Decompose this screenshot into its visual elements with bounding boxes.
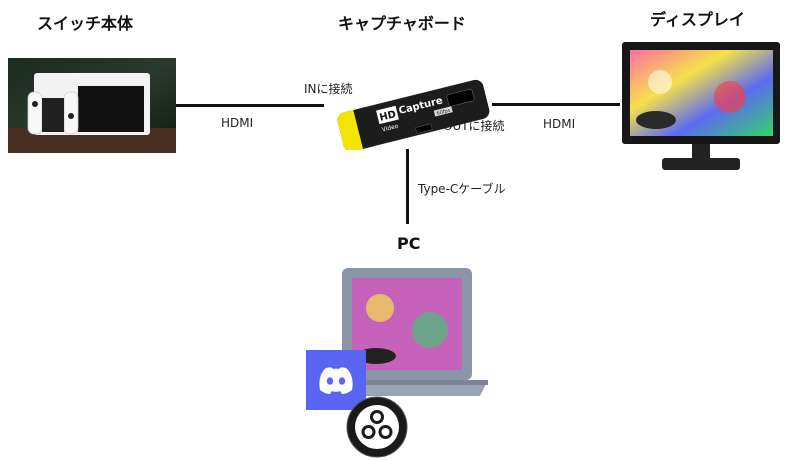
game-console-image (8, 58, 176, 153)
hdmi-in-line (176, 104, 324, 107)
pc-title: PC (397, 234, 421, 253)
obs-icon (346, 396, 408, 458)
capture-board-image: HD Capture Video 60fps (337, 79, 490, 150)
right-hdmi-label: HDMI (543, 117, 576, 131)
capture-hd-text: HD (378, 109, 397, 124)
display-title: ディスプレイ (650, 10, 745, 29)
capture-video-text: Video (381, 123, 399, 134)
switch-title: スイッチ本体 (37, 14, 134, 33)
monitor-image (622, 42, 780, 170)
laptop-image (324, 268, 488, 396)
capture-board-title: キャプチャボード (338, 14, 466, 33)
hdmi-out-line (492, 103, 620, 106)
type-c-label: Type-Cケーブル (418, 182, 506, 196)
capture-badge-text: 60fps (436, 108, 451, 117)
discord-icon (306, 350, 366, 410)
type-c-line (406, 149, 409, 224)
in-connection-label: INに接続 (304, 82, 353, 96)
left-hdmi-label: HDMI (221, 116, 254, 130)
